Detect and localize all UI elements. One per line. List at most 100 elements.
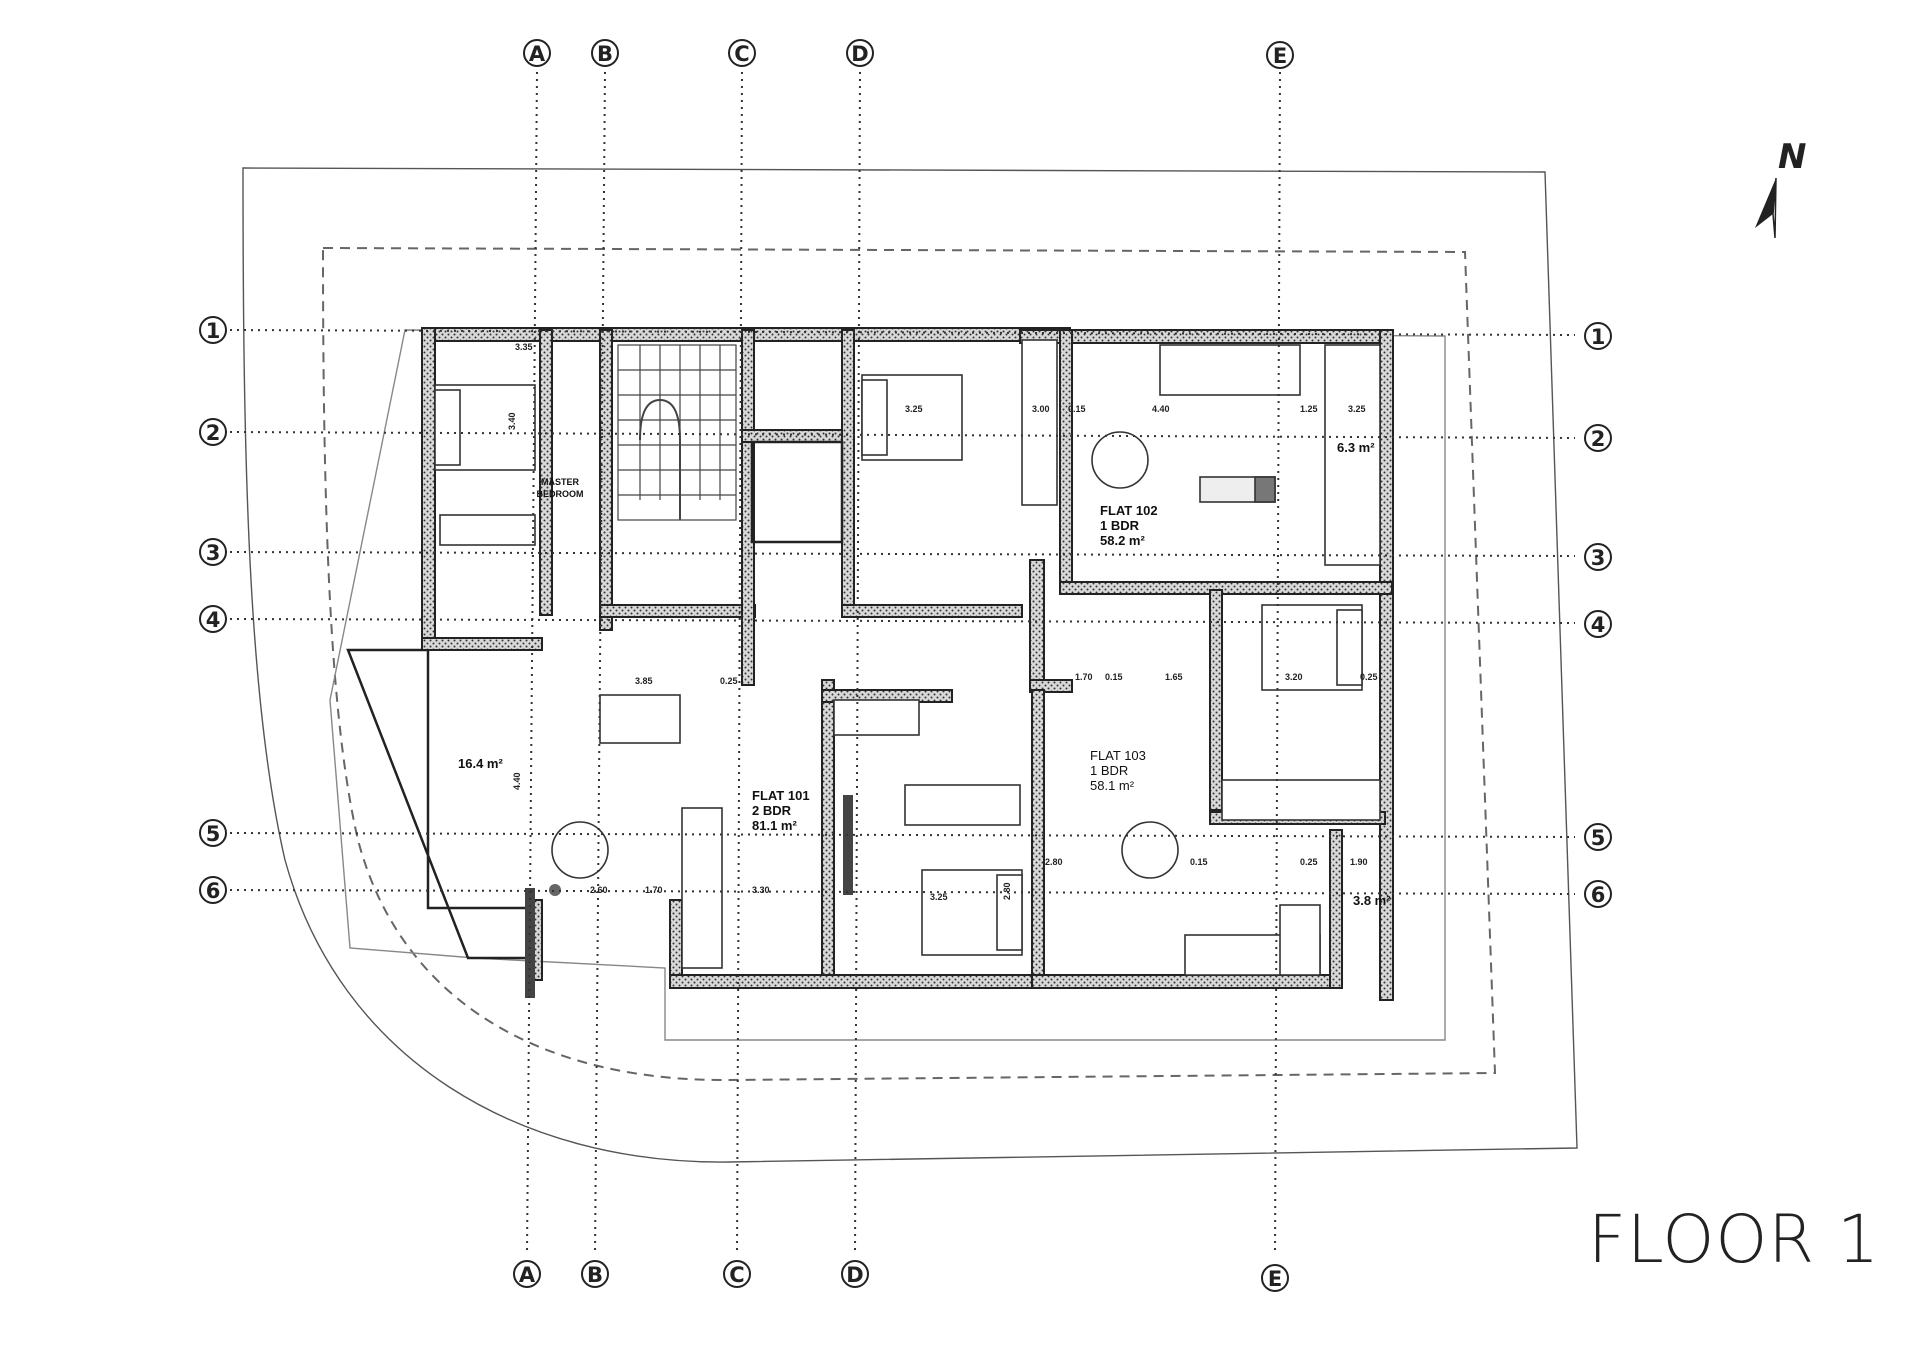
svg-text:2: 2 [1591,427,1606,451]
svg-text:FLAT 102: FLAT 102 [1100,503,1158,518]
staircase [617,344,737,521]
svg-text:C: C [734,42,749,66]
svg-text:3.20: 3.20 [1285,672,1303,682]
svg-text:0.15: 0.15 [1190,857,1208,867]
svg-text:2.80: 2.80 [1002,882,1012,900]
furniture [434,339,1381,976]
grid-bubble-3-right: 3 [1584,543,1612,571]
svg-text:3.25: 3.25 [1348,404,1366,414]
svg-text:0.15: 0.15 [1068,404,1086,414]
svg-text:3.85: 3.85 [635,676,653,686]
svg-text:FLAT 101: FLAT 101 [752,788,810,803]
roof-overhang [329,329,1446,1041]
label-storage-se-area: 3.8 m² [1353,893,1391,908]
svg-text:BEDROOM: BEDROOM [537,489,584,499]
grid-bubble-2-right: 2 [1584,424,1612,452]
svg-text:C: C [729,1263,744,1287]
svg-text:E: E [1268,1267,1282,1291]
grid-bubble-a-top: A [523,39,551,67]
grid-bubble-b-bottom: B [581,1260,609,1288]
svg-text:6: 6 [206,879,221,903]
svg-text:3.25: 3.25 [905,404,923,414]
grid-bubble-c-bottom: C [723,1260,751,1288]
svg-text:0.25: 0.25 [1360,672,1378,682]
label-flat-101: FLAT 101 2 BDR 81.1 m² [752,788,810,833]
grid-lines [229,71,1576,1255]
svg-text:6: 6 [1591,883,1606,907]
svg-text:4.40: 4.40 [512,772,522,790]
svg-text:4: 4 [206,608,221,632]
svg-text:1 BDR: 1 BDR [1100,518,1140,533]
grid-bubble-a-bottom: A [513,1260,541,1288]
svg-text:58.2 m²: 58.2 m² [1100,533,1145,548]
svg-text:0.15: 0.15 [1105,672,1123,682]
grid-bubble-4-right: 4 [1584,610,1612,638]
grid-bubble-b-top: B [591,39,619,67]
svg-text:3.25: 3.25 [930,892,948,902]
svg-text:1.90: 1.90 [1350,857,1368,867]
svg-text:1.65: 1.65 [1165,672,1183,682]
svg-text:3.40: 3.40 [507,412,517,430]
svg-text:FLAT 103: FLAT 103 [1090,748,1146,763]
dimension-labels: 3.35 3.40 3.25 3.00 0.15 4.40 1.25 3.25 … [507,342,1378,902]
svg-text:1.25: 1.25 [1300,404,1318,414]
grid-bubble-d-bottom: D [841,1260,869,1288]
north-arrow: N [1755,137,1806,239]
svg-text:D: D [846,1263,863,1287]
label-flat-102: FLAT 102 1 BDR 58.2 m² [1100,503,1158,548]
balcony-west [346,648,542,960]
grid-bubble-6-right: 6 [1584,880,1612,908]
elevator-shaft [750,440,844,544]
svg-text:1.70: 1.70 [645,885,663,895]
grid-bubble-5-right: 5 [1584,823,1612,851]
floor-title: FLOOR 1 [1588,1201,1880,1278]
svg-text:MASTER: MASTER [541,477,580,487]
grid-bubble-2-left: 2 [199,418,227,446]
svg-text:5: 5 [1591,826,1606,850]
grid-bubble-e-top: E [1266,41,1294,69]
svg-text:A: A [529,42,546,66]
svg-text:0.25: 0.25 [720,676,738,686]
svg-text:58.1 m²: 58.1 m² [1090,778,1135,793]
label-storage-ne-area: 6.3 m² [1337,440,1375,455]
label-master-bedroom: MASTER BEDROOM [537,477,584,499]
setback-line [321,246,1497,1082]
svg-text:A: A [519,1263,536,1287]
svg-text:1: 1 [1591,325,1606,349]
svg-text:N: N [1778,137,1806,177]
site-boundary [242,167,1578,1163]
svg-text:2.80: 2.80 [1045,857,1063,867]
svg-text:B: B [597,42,613,66]
grid-bubble-1-left: 1 [199,316,227,344]
svg-text:0.25: 0.25 [1300,857,1318,867]
svg-text:3: 3 [206,541,221,565]
svg-text:2: 2 [206,421,221,445]
svg-text:B: B [587,1263,603,1287]
svg-text:2 BDR: 2 BDR [752,803,792,818]
grid-bubble-e-bottom: E [1261,1264,1289,1292]
svg-text:2.60: 2.60 [590,885,608,895]
svg-text:3: 3 [1591,546,1606,570]
svg-text:1: 1 [206,319,221,343]
svg-text:1.70: 1.70 [1075,672,1093,682]
svg-text:3.00: 3.00 [1032,404,1050,414]
grid-bubble-6-left: 6 [199,876,227,904]
svg-text:4: 4 [1591,613,1606,637]
label-balcony-area: 16.4 m² [458,756,503,771]
grid-bubble-c-top: C [728,39,756,67]
svg-text:D: D [851,42,868,66]
grid-bubble-5-left: 5 [199,819,227,847]
grid-bubble-4-left: 4 [199,605,227,633]
svg-text:3.30: 3.30 [752,885,770,895]
svg-text:3.35: 3.35 [515,342,533,352]
label-flat-103: FLAT 103 1 BDR 58.1 m² [1090,748,1146,793]
grid-bubble-1-right: 1 [1584,322,1612,350]
svg-text:E: E [1273,44,1287,68]
svg-text:1 BDR: 1 BDR [1090,763,1128,778]
walls [421,327,1394,1001]
svg-text:5: 5 [206,822,221,846]
svg-text:81.1 m²: 81.1 m² [752,818,797,833]
grid-bubble-3-left: 3 [199,538,227,566]
grid-bubble-d-top: D [846,39,874,67]
